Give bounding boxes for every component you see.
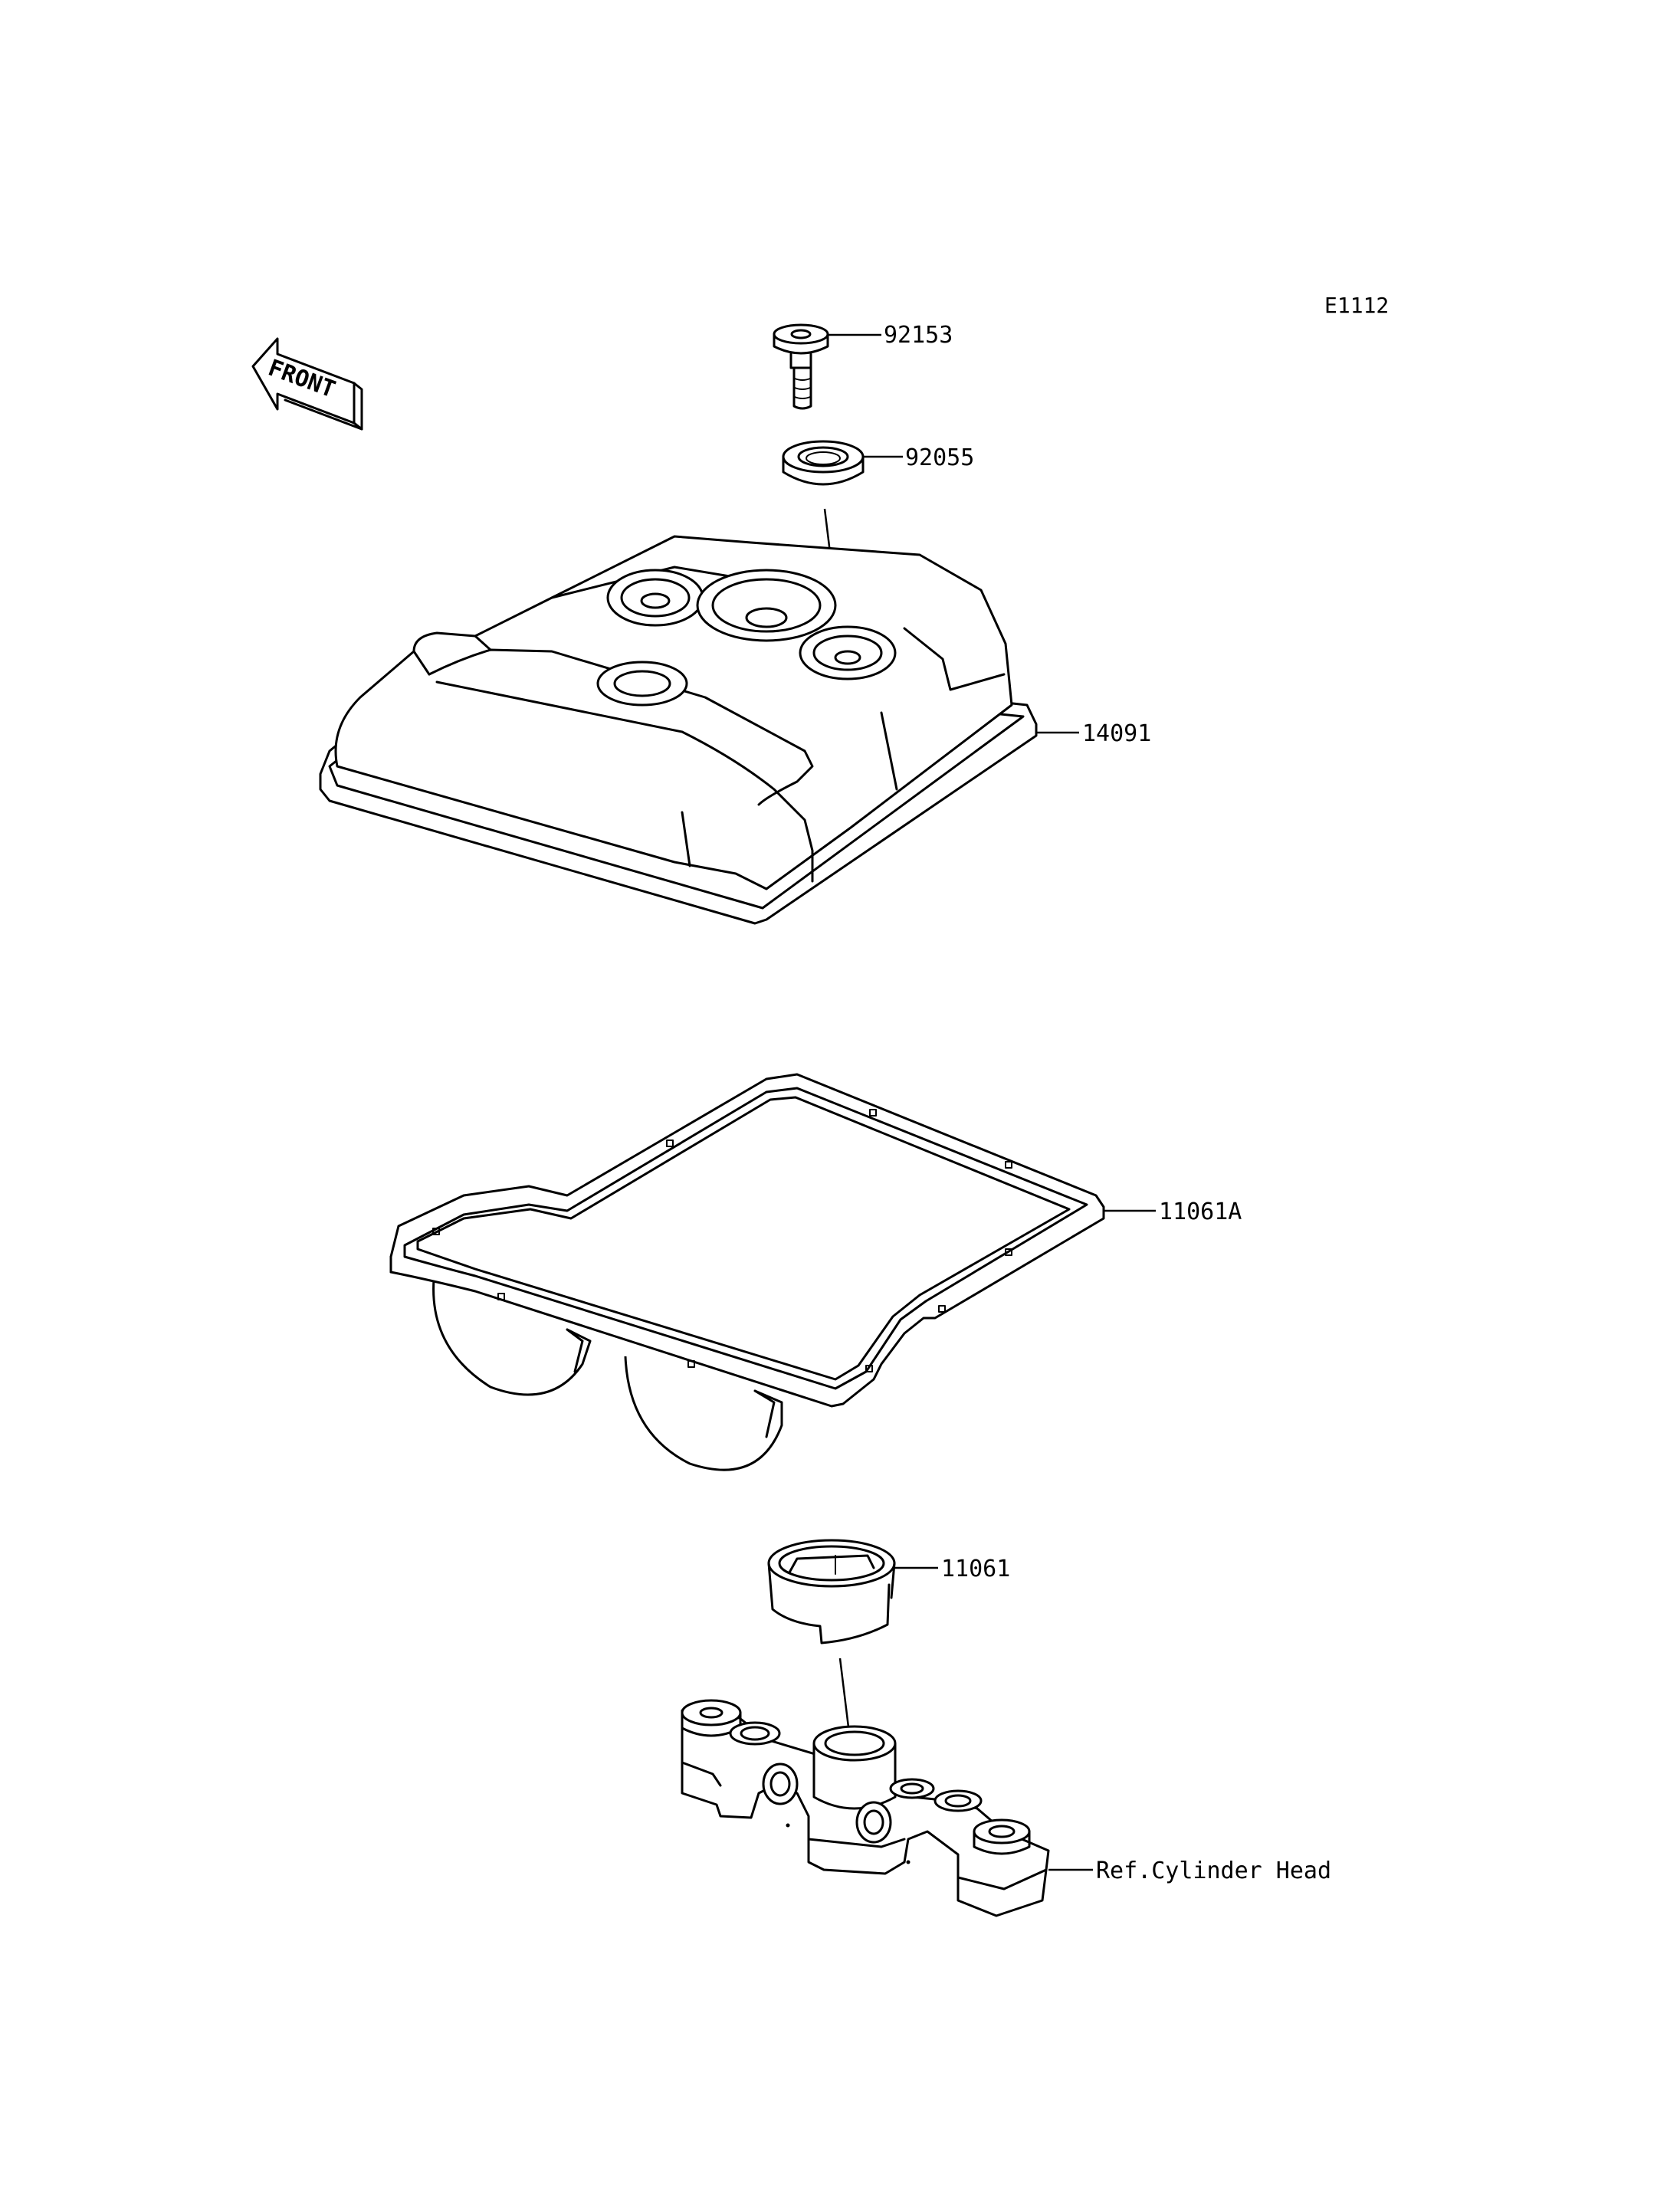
cylinder-head-cover-part [319,535,1038,925]
callout-14091: 14091 [1082,720,1151,747]
bolt-part [773,323,829,410]
alignment-line-plug [838,1658,851,1734]
callout-92153: 92153 [884,322,953,349]
front-arrow-icon: FRONT [251,337,363,431]
callout-11061: 11061 [941,1556,1010,1582]
plug-gasket-part [767,1539,896,1644]
callout-ref-cylinder-head: Ref.Cylinder Head [1096,1858,1331,1884]
callout-92055: 92055 [905,444,974,471]
cylinder-head-ref-part [681,1699,1050,1917]
grommet-part [782,440,865,486]
callout-11061A: 11061A [1159,1199,1242,1225]
cover-gasket-part [389,1073,1105,1471]
diagram-code: E1112 [1324,293,1389,318]
